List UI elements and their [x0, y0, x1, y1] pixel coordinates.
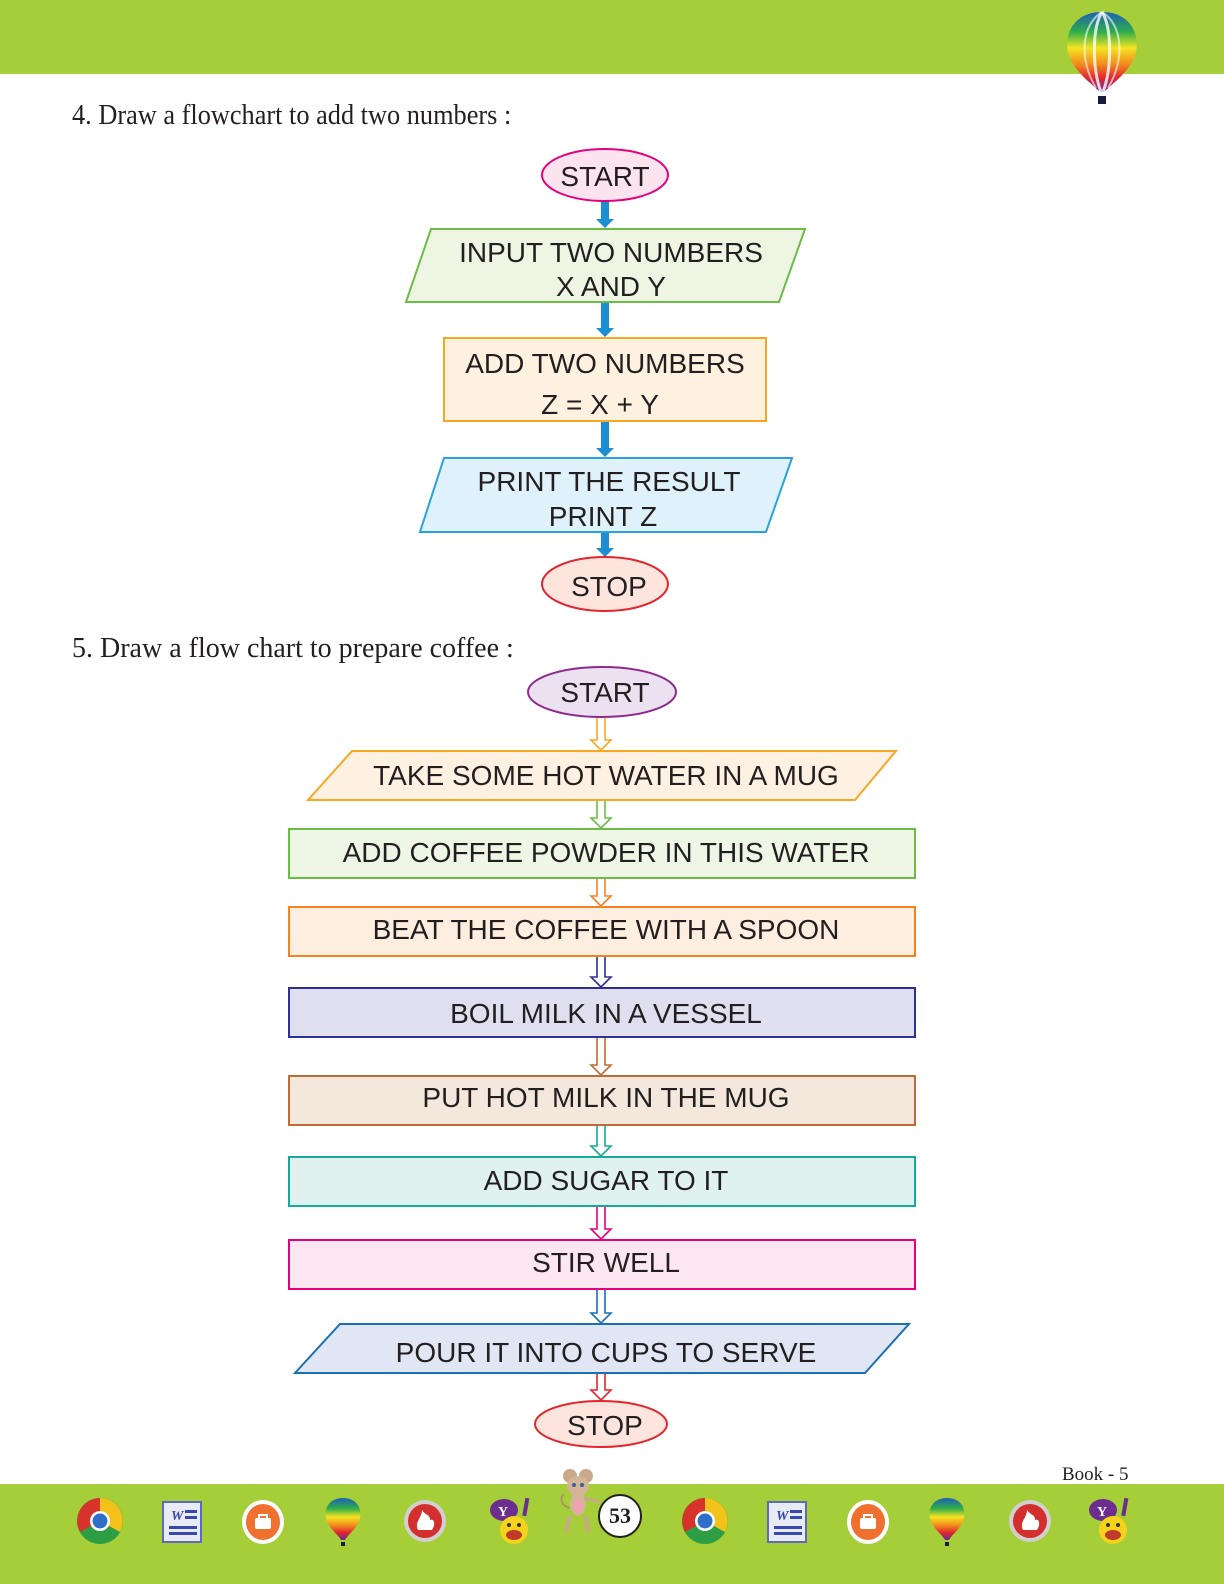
process-box [443, 337, 767, 422]
hot-air-balloon-icon [1067, 11, 1137, 104]
chrome-icon [682, 1498, 728, 1544]
header-band [0, 0, 1224, 74]
coffee-step-2-label: ADD COFFEE POWDER IN THIS WATER [343, 837, 870, 868]
hot-air-balloon-icon [325, 1498, 361, 1546]
word-icon: W [767, 1501, 807, 1543]
process-label-line2: Z = X + Y [541, 389, 659, 420]
coffee-step-1-label: TAKE SOME HOT WATER IN A MUG [373, 760, 839, 791]
output-label-line1: PRINT THE RESULT [478, 466, 741, 497]
footer-icon-strip: W Y W [0, 1484, 1224, 1554]
arrow-connector [596, 532, 614, 557]
coffee-step-6-label: ADD SUGAR TO IT [484, 1165, 729, 1196]
process-label-line1: ADD TWO NUMBERS [465, 348, 745, 379]
hollow-arrow-connector [589, 877, 613, 908]
svg-text:Y: Y [1097, 1505, 1107, 1520]
coffee-step-8 [292, 1323, 912, 1374]
coffee-stop-label: STOP [567, 1410, 643, 1441]
svg-text:W: W [776, 1509, 790, 1524]
hollow-arrow-connector [589, 1372, 613, 1402]
hollow-arrow-connector [589, 1288, 613, 1325]
briefcase-icon [242, 1500, 284, 1544]
coffee-step-5 [288, 1075, 916, 1126]
stop-label: STOP [571, 571, 647, 602]
flowchart-prepare-coffee: START TAKE SOME HOT WATER IN A MUG ADD C… [288, 666, 916, 1448]
coffee-step-3 [288, 906, 916, 957]
question-5-heading: 5. Draw a flow chart to prepare coffee : [72, 633, 514, 664]
start-terminal [541, 148, 669, 202]
word-icon: W [162, 1501, 202, 1543]
coffee-step-4-label: BOIL MILK IN A VESSEL [450, 998, 762, 1029]
arrow-connector [596, 201, 614, 228]
hollow-arrow-connector [589, 1124, 613, 1158]
page-number: 53 [598, 1494, 642, 1538]
output-label-line2: PRINT Z [549, 501, 657, 532]
briefcase-icon [847, 1500, 889, 1544]
arrow-connector [596, 302, 614, 337]
coffee-step-8-label: POUR IT INTO CUPS TO SERVE [396, 1337, 817, 1368]
coffee-step-5-label: PUT HOT MILK IN THE MUG [422, 1082, 789, 1113]
coffee-step-3-label: BEAT THE COFFEE WITH A SPOON [373, 914, 840, 945]
coffee-step-2 [288, 828, 916, 879]
yahoo-messenger-icon: Y [1089, 1497, 1129, 1544]
flame-icon [1009, 1500, 1051, 1542]
coffee-start-terminal [527, 666, 677, 718]
input-parallelogram [404, 228, 807, 303]
coffee-step-6 [288, 1156, 916, 1207]
hollow-arrow-connector [589, 955, 613, 989]
flame-icon [404, 1500, 446, 1542]
hollow-arrow-connector [589, 1205, 613, 1241]
book-label: Book - 5 [1062, 1464, 1129, 1485]
chrome-icon [77, 1498, 123, 1544]
coffee-step-1 [305, 750, 899, 801]
mouse-mascot-icon [560, 1469, 601, 1533]
stop-terminal [541, 556, 669, 612]
hot-air-balloon-icon [929, 1498, 965, 1546]
coffee-stop-terminal [534, 1400, 668, 1448]
start-label: START [560, 161, 649, 192]
yahoo-messenger-icon: Y [490, 1497, 530, 1544]
coffee-step-7 [288, 1239, 916, 1290]
flowchart-add-two-numbers: START INPUT TWO NUMBERS X AND Y ADD TWO … [404, 148, 807, 612]
arrow-connector [596, 421, 614, 457]
input-label-line2: X AND Y [556, 271, 666, 302]
input-label-line1: INPUT TWO NUMBERS [459, 237, 763, 268]
question-4-heading: 4. Draw a flowchart to add two numbers : [72, 100, 512, 131]
svg-text:W: W [171, 1509, 185, 1524]
output-parallelogram [418, 457, 794, 533]
hollow-arrow-connector [589, 799, 613, 830]
hollow-arrow-connector [589, 716, 613, 752]
coffee-start-label: START [560, 677, 649, 708]
coffee-step-7-label: STIR WELL [532, 1247, 680, 1278]
hollow-arrow-connector [589, 1036, 613, 1077]
coffee-step-4 [288, 987, 916, 1038]
svg-text:Y: Y [498, 1505, 508, 1520]
